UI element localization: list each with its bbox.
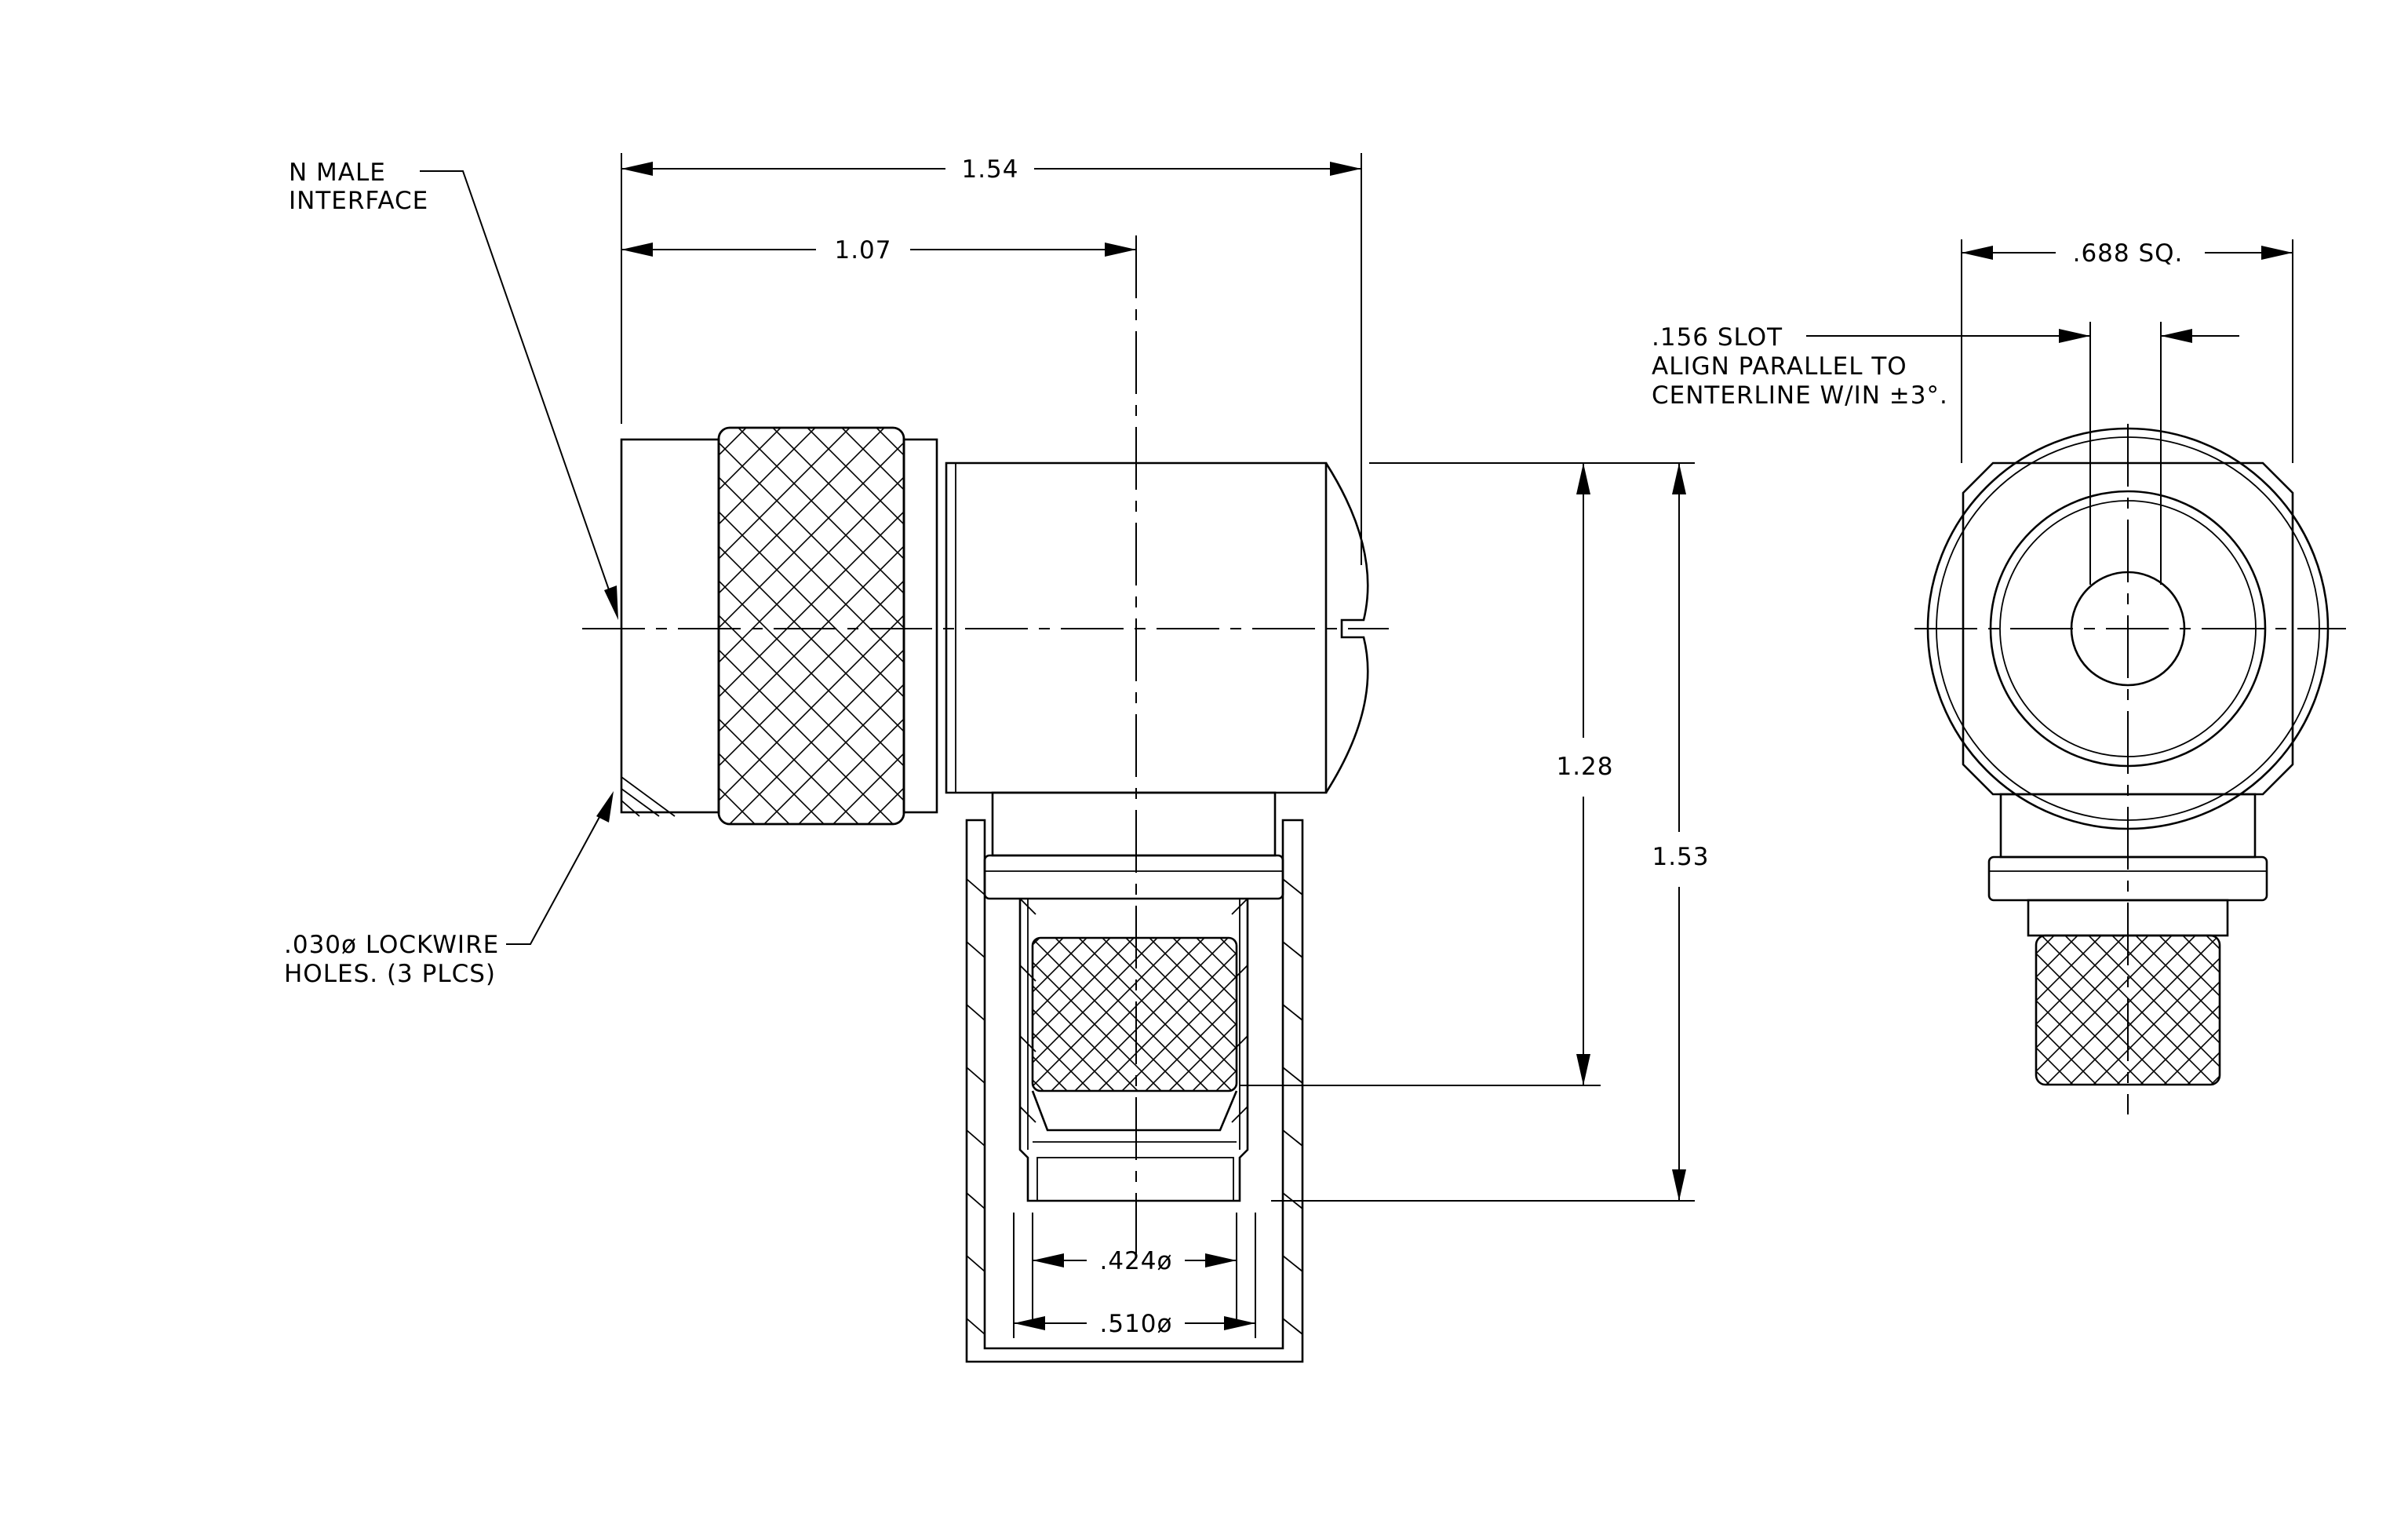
callout-lockwire-1: .030ø LOCKWIRE <box>284 931 499 959</box>
dim-outer-diameter: .510ø <box>1100 1310 1173 1338</box>
interface-body <box>620 438 720 814</box>
lockwire-hole <box>621 776 676 817</box>
stem <box>991 791 1277 857</box>
dim-overall-length: 1.54 <box>961 155 1018 184</box>
square-body <box>1962 461 2294 796</box>
callout-interface-1: N MALE <box>289 159 386 187</box>
side-view <box>582 235 1389 1363</box>
outer-sleeve <box>965 819 1304 1363</box>
callout-slot-3: CENTERLINE W/IN ±3°. <box>1652 381 1948 410</box>
end-cap <box>1324 462 1369 793</box>
dimensions: 1.54 1.07 1.28 1.53 .424ø <box>621 153 1709 1338</box>
dim-overall-height: 1.53 <box>1652 843 1709 871</box>
nut-shoulder <box>902 438 938 814</box>
dim-center-offset: 1.07 <box>834 236 891 264</box>
dim-height-to-ferrule: 1.28 <box>1556 753 1613 781</box>
callouts: N MALE INTERFACE .030ø LOCKWIRE HOLES. (… <box>284 159 2239 988</box>
dim-inner-diameter: .424ø <box>1100 1247 1173 1275</box>
stem-collar <box>983 854 1284 900</box>
crimp-ring <box>1031 936 1238 1092</box>
callout-lockwire-2: HOLES. (3 PLCS) <box>284 960 496 988</box>
end-view: .688 SQ. <box>1914 239 2346 1114</box>
dim-square-size: .688 SQ. <box>2073 239 2184 268</box>
callout-slot-1: .156 SLOT <box>1652 323 1783 352</box>
callout-slot-2: ALIGN PARALLEL TO <box>1652 352 1907 381</box>
callout-interface-2: INTERFACE <box>289 187 428 215</box>
